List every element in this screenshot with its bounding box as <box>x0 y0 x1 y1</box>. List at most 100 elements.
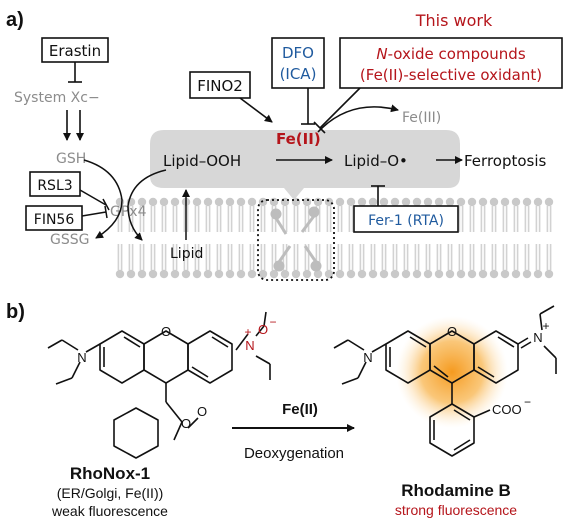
rsl3-inhibit-bar <box>102 198 110 211</box>
rhonox-n-left: N <box>77 350 86 365</box>
rhonox-target: (ER/Golgi, Fe(II)) <box>57 485 164 501</box>
lipid-label: Lipid <box>170 246 203 262</box>
noxide-rest: -oxide compounds <box>388 45 526 63</box>
rhonox-name: RhoNox-1 <box>70 464 150 483</box>
erastin-box <box>41 37 109 63</box>
fer1-label: Fer-1 (RTA) <box>368 213 444 229</box>
membrane-lipid-head <box>302 197 312 207</box>
membrane-lipid-head <box>192 269 202 279</box>
rsl3-label: RSL3 <box>37 178 72 194</box>
rhonox-ring-o: O <box>181 416 191 431</box>
lipid-ooh-label: Lipid–OOH <box>163 152 241 170</box>
membrane-lipid-head <box>357 269 367 279</box>
fino2-label: FINO2 <box>197 77 243 95</box>
membrane-lipid-head <box>489 197 499 207</box>
membrane-lipid-head <box>247 197 257 207</box>
membrane-lipid-head <box>478 269 488 279</box>
noxide-box <box>339 37 563 89</box>
membrane-lipid-head <box>236 269 246 279</box>
membrane-lipid-head <box>467 197 477 207</box>
zoom-lipids <box>270 206 322 272</box>
membrane-lipid-head <box>423 269 433 279</box>
fin56-inhibit <box>81 211 107 217</box>
fin56-box <box>25 205 83 231</box>
noxide-line2: (Fe(II)-selective oxidant) <box>360 66 542 84</box>
membrane-lipid-head <box>544 197 554 207</box>
fin56-inhibit-bar <box>104 205 108 219</box>
membrane-lipid-head <box>390 269 400 279</box>
membrane-lipid-head <box>225 197 235 207</box>
fino2-box <box>189 71 251 99</box>
membrane-lipid-head <box>522 269 532 279</box>
rhonox-lactone-o: O <box>197 404 207 419</box>
membrane-lipid-head <box>379 269 389 279</box>
rhodamine-coo-minus: − <box>524 395 531 409</box>
membrane-lipid-head <box>269 269 279 279</box>
membrane-lipid-head <box>434 197 444 207</box>
membrane-lipid-head <box>346 269 356 279</box>
fer1-box <box>353 205 459 233</box>
membrane-lipid-head <box>313 269 323 279</box>
zoom-box <box>257 199 335 281</box>
this-work-label: This work <box>415 11 493 30</box>
erastin-label: Erastin <box>49 42 101 60</box>
membrane-lipid-head <box>126 269 136 279</box>
lipid-o-label: Lipid–O• <box>344 152 408 170</box>
membrane-lipid-head <box>280 197 290 207</box>
noxide-prefix: N <box>376 45 387 63</box>
rsl3-box <box>29 171 81 197</box>
membrane-lipid-head <box>456 269 466 279</box>
membrane-lipid-head <box>522 197 532 207</box>
rhonox-o-bridge: O <box>161 324 171 339</box>
gssg-label: GSSG <box>50 232 89 248</box>
membrane-lipid-head <box>258 197 268 207</box>
membrane-lipid-head <box>346 197 356 207</box>
fe2-to-fe3-arrow <box>317 104 399 133</box>
membrane-lipid-head <box>335 197 345 207</box>
membrane-lipid-head <box>203 197 213 207</box>
membrane-lipid-head <box>236 197 246 207</box>
rsl3-inhibit <box>79 189 107 206</box>
membrane-lipid-head <box>445 197 455 207</box>
membrane-lipid-head <box>368 269 378 279</box>
noxide-inhibit-bar <box>313 121 326 134</box>
membrane-lipid-head <box>390 197 400 207</box>
membrane-lipid-head <box>511 197 521 207</box>
membrane-lipid-head <box>291 269 301 279</box>
rhodamine-fluorescence: strong fluorescence <box>395 502 517 518</box>
membrane-lipid-head <box>324 269 334 279</box>
membrane-lipid-head <box>137 197 147 207</box>
membrane-lipid-head <box>170 197 180 207</box>
membrane-lipid-head <box>214 269 224 279</box>
membrane-lipid-head <box>159 197 169 207</box>
membrane-lipid-head <box>544 269 554 279</box>
membrane-lipid-head <box>511 269 521 279</box>
rhodamine-b-structure <box>333 305 557 457</box>
membrane-lipid-head <box>269 197 279 207</box>
fino2-arrow <box>239 97 273 123</box>
fin56-label: FIN56 <box>34 212 75 228</box>
rhonox-fluorescence: weak fluorescence <box>51 503 168 519</box>
dfo-box <box>271 37 325 89</box>
dfo-label: DFO <box>282 44 314 62</box>
membrane-lipid-head <box>401 197 411 207</box>
fe2-label: Fe(II) <box>276 130 321 148</box>
membrane-lipid-head <box>137 269 147 279</box>
membrane-lipid-head <box>214 197 224 207</box>
membrane-lipid-head <box>170 269 180 279</box>
system-xc-label: System Xc− <box>14 90 100 106</box>
membrane-lipid-head <box>302 269 312 279</box>
membrane-lipid-head <box>533 269 543 279</box>
panel-a-label: a) <box>6 9 24 31</box>
membrane-lipid-head <box>423 197 433 207</box>
rhodamine-n-left: N <box>363 350 372 365</box>
condition-label: Deoxygenation <box>244 445 344 462</box>
noxide-inhibit <box>319 87 361 129</box>
membrane-lipid-head <box>115 269 125 279</box>
membrane-lipid-head <box>247 269 257 279</box>
gsh-label: GSH <box>56 151 86 167</box>
rhodamine-name: Rhodamine B <box>401 481 511 500</box>
ooh-to-lipid-arrow <box>127 169 167 241</box>
membrane-lipid-head <box>445 269 455 279</box>
